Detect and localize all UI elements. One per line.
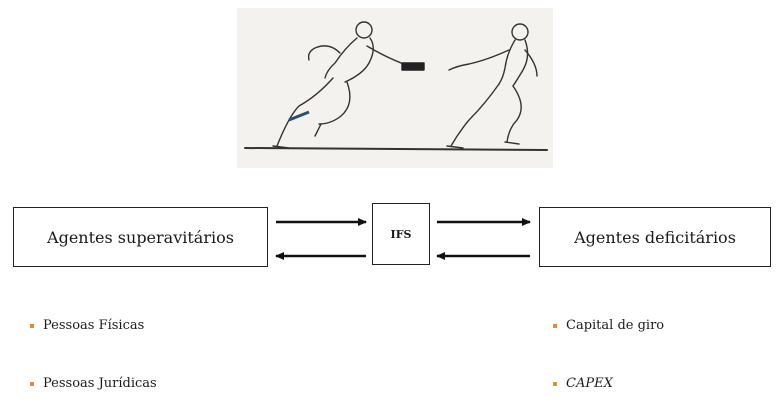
bullet-icon [30,323,34,328]
left-list-item: Pessoas Jurídicas [30,376,157,391]
right-list-item: Capital de giro [553,318,664,333]
left-list-item: Pessoas Físicas [30,318,144,333]
bullet-icon [553,323,557,328]
agentes-superavitarios-box: Agentes superavitários [13,207,268,267]
right-box-label: Agentes deficitários [574,227,736,247]
left-list-item-label: Pessoas Jurídicas [43,376,157,391]
bullet-icon [553,381,557,386]
right-list-item-label: CAPEX [566,376,613,391]
bullet-icon [30,381,34,386]
right-list-item-label: Capital de giro [566,318,665,333]
agentes-deficitarios-box: Agentes deficitários [539,207,771,267]
left-list-item-label: Pessoas Físicas [43,318,145,333]
middle-box-label: IFS [390,227,412,241]
right-list-item: CAPEX [553,376,613,391]
ifs-box: IFS [372,203,430,265]
left-box-label: Agentes superavitários [47,227,234,247]
relay-runners-illustration [237,8,553,168]
